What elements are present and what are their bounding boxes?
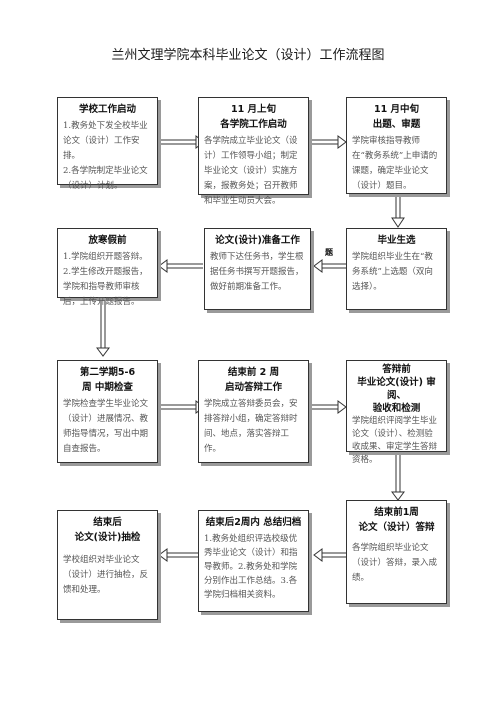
step-body: 学院组织毕业生在“教务系统”上选题（双向选择）。 <box>352 252 433 292</box>
step-body: 1.教务处组织评选校级优秀毕业论文（设计）和指导教师。2.教务处和学院分别作出工… <box>204 534 298 600</box>
arrow-b6-b5 <box>322 263 346 269</box>
step-body: 各学院成立毕业论文（设计）工作领导小组；制定毕业论文（设计）实施方案，报教务处；… <box>204 136 298 206</box>
step-before-winter-break: 放寒假前 1.学院组织开题答辩。2.学生修改开题报告，学院和指导教师审核后，上传… <box>57 228 158 307</box>
step-midterm-check: 第二学期5-6 周 中期检查 学院检查学生毕业论文（设计）进展情况、教师指导情况… <box>57 360 158 463</box>
step-title: 结束后2周内 总结归档 <box>205 517 302 528</box>
step-title: 结束前 2 周 启动答辩工作 <box>224 367 282 393</box>
step-title: 放寒假前 <box>88 235 127 246</box>
step-body: 各学院组织毕业论文（设计）答辩，录入成绩。 <box>352 543 438 583</box>
arrow-b7-b8 <box>160 404 196 410</box>
step-title: 论文(设计)准备工作 <box>215 235 300 246</box>
step-title: 11 月中旬 出题、审题 <box>372 104 421 130</box>
step-topic-selection: 毕业生选 学院组织毕业生在“教务系统”上选题（双向选择）。 <box>346 228 447 310</box>
step-body: 1.学院组织开题答辩。2.学生修改开题报告，学院和指导教师审核后，上传开题报告。 <box>63 252 148 307</box>
step-title: 学校工作启动 <box>78 104 136 115</box>
arrow-b2-b3 <box>311 139 338 145</box>
step-title: 结束后 论文(设计)抽检 <box>74 517 141 543</box>
step-body: 1.教务处下发全校毕业论文（设计）工作安排。 2.各学院制定毕业论文（设计）计划… <box>63 121 148 191</box>
arrow-b1-b2 <box>160 139 196 145</box>
arrow-b5-b4 <box>167 263 203 269</box>
step-title: 结束前1周 论文（设计）答辩 <box>358 507 435 533</box>
arrow-b12-b11 <box>322 552 346 558</box>
step-sampling-check: 结束后 论文(设计)抽检 学校组织对毕业论文（设计）进行抽检，反馈和处理。 <box>57 510 158 620</box>
step-college-start: 11 月上旬 各学院工作启动 各学院成立毕业论文（设计）工作领导小组；制定毕业论… <box>198 97 309 206</box>
step-title: 答辩前 毕业论文(设计) 审阅、 验收和检测 <box>357 364 436 414</box>
step-summary-archive: 结束后2周内 总结归档 1.教务处组织评选校级优秀毕业论文（设计）和指导教师。2… <box>198 510 309 612</box>
step-title: 毕业生选 <box>377 235 416 246</box>
arrow-b3-b6 <box>395 196 401 218</box>
step-body: 学院检查学生毕业论文（设计）进展情况、教师指导情况，写出中期自查报告。 <box>63 399 149 454</box>
overflow-char: 题 <box>325 248 333 257</box>
step-body: 学校组织对毕业论文（设计）进行抽检，反馈和处理。 <box>63 555 149 595</box>
step-thesis-preparation: 论文(设计)准备工作 教师下达任务书，学生根据任务书撰写开题报告，做好前期准备工… <box>204 228 311 310</box>
step-body: 学院成立答辩委员会，安排答辩小组，确定答辩时间、地点，落实答辩工作。 <box>204 399 298 454</box>
step-thesis-defense: 结束前1周 论文（设计）答辩 各学院组织毕业论文（设计）答辩，录入成绩。 <box>346 500 447 604</box>
step-title: 第二学期5-6 周 中期检查 <box>79 367 136 393</box>
step-body: 教师下达任务书，学生根据任务书撰写开题报告，做好前期准备工作。 <box>210 252 304 292</box>
arrow-b11-b10 <box>167 552 203 558</box>
step-title: 11 月上旬 各学院工作启动 <box>220 104 287 130</box>
step-defense-start: 结束前 2 周 启动答辩工作 学院成立答辩委员会，安排答辩小组，确定答辩时间、地… <box>198 360 309 463</box>
arrow-b9-b12 <box>395 452 401 492</box>
step-topic-review: 11 月中旬 出题、审题 学院审核指导教师在“教务系统”上申请的课题，确定毕业论… <box>346 97 447 194</box>
page-title: 兰州文理学院本科毕业论文（设计）工作流程图 <box>111 48 385 63</box>
arrow-b4-b7 <box>100 300 106 348</box>
step-body: 学院审核指导教师在“教务系统”上申请的课题，确定毕业论文（设计）题目。 <box>352 136 438 191</box>
step-school-start: 学校工作启动 1.教务处下发全校毕业论文（设计）工作安排。 2.各学院制定毕业论… <box>57 97 158 191</box>
arrow-b8-b9 <box>311 404 338 410</box>
step-body: 学院组织评阅学生毕业论文（设计）、检测验收成果、审定学生答辩资格。 <box>352 416 438 465</box>
step-review-check: 答辩前 毕业论文(设计) 审阅、 验收和检测 学院组织评阅学生毕业论文（设计）、… <box>346 360 447 465</box>
